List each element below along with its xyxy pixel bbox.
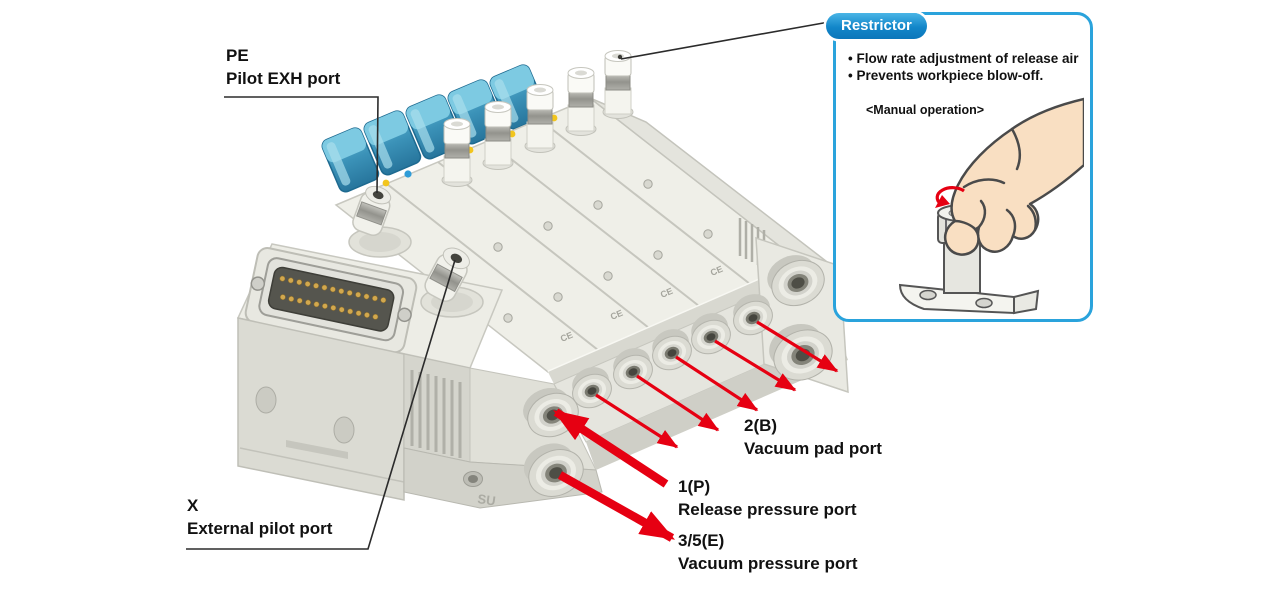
restrictor-knob [482,101,514,170]
manual-operation-illustration [898,97,1084,315]
arrow-2b [636,374,720,432]
arrow-2b [675,355,759,412]
x-leader-line [186,259,456,550]
vacuum-pad-port-label: 2(B) Vacuum pad port [744,414,882,460]
pe-label-name: Pilot EXH port [226,69,341,88]
dsub-connector [244,247,418,354]
restrictor-knob-target [602,50,634,119]
foot-hole-center [468,475,478,483]
restrictor-bullet-list: Flow rate adjustment of release air Prev… [848,49,1079,85]
restrictor-bullet: Flow rate adjustment of release air [848,51,1078,66]
arrow-2b [714,339,797,392]
restrictor-knob [441,118,473,187]
port-2b [572,367,612,409]
ce-marking-text: CE [709,264,724,278]
leader-lines [186,21,830,550]
main-flow-arrows [553,408,676,542]
yellow-dot [382,179,390,187]
vacuum-pressure-code: 3/5(E) [678,531,725,550]
restrictor-leader-line [620,21,830,60]
pe-fitting [348,185,412,258]
restrictor-knobs [441,50,634,187]
mount-hole [333,416,355,444]
left-block-groove [239,447,405,483]
rotation-arrow [935,186,965,208]
release-pressure-name: Release pressure port [678,500,857,519]
blue-dot [404,170,412,178]
restrictor-bullet: Prevents workpiece blow-off. [848,68,1079,83]
manual-operation-label: <Manual operation> [866,103,985,117]
restrictor-bracket [898,283,1040,315]
x-label-code: X [187,496,199,515]
release-pressure-port-label: 1(P) Release pressure port [678,475,857,521]
release-pressure-code: 1(P) [678,477,711,496]
left-block-front [237,317,405,501]
dsub-screw [250,276,266,291]
restrictor-callout-title: Restrictor [826,13,927,39]
vacuum-pad-name: Vacuum pad port [744,439,882,458]
x-fitting [420,247,484,318]
dsub-pins [279,275,387,320]
arrow-35e [557,471,676,542]
end-port-top [767,255,825,307]
ce-markings: CE CE CE CE [559,264,724,344]
restrictor-knob [565,67,597,136]
ce-marking-text: CE [609,308,624,322]
vacuum-pressure-name: Vacuum pressure port [678,554,858,573]
valve-front-band [548,262,806,384]
base-marking-text: SU [477,491,497,508]
x-label-name: External pilot port [187,519,333,538]
pe-leader-line [224,96,379,194]
pe-label-code: PE [226,46,249,65]
hand-illustration [943,97,1084,256]
valve-cap [321,127,380,193]
restrictor-callout: Restrictor Flow rate adjustment of relea… [826,12,1093,322]
vacuum-pad-code: 2(B) [744,416,778,435]
arrow-2b [756,320,839,373]
dsub-screw [397,307,412,323]
ce-marking-text: CE [659,286,674,300]
valve-station-separators [386,118,751,351]
restrictor-knob [524,84,556,153]
vacuum-pad-arrows [595,320,839,449]
left-block-slot [286,440,348,459]
pilot-valve-caps [321,64,548,193]
vacuum-pressure-port-label: 3/5(E) Vacuum pressure port [678,529,858,575]
x-label: X External pilot port [187,494,332,540]
arrow-1p [553,408,669,488]
pe-label: PE Pilot EXH port [226,44,340,90]
ce-marking-text: CE [559,330,574,344]
arrow-2b [595,393,679,449]
vent-ribs [410,370,462,458]
mount-hole [255,386,277,414]
